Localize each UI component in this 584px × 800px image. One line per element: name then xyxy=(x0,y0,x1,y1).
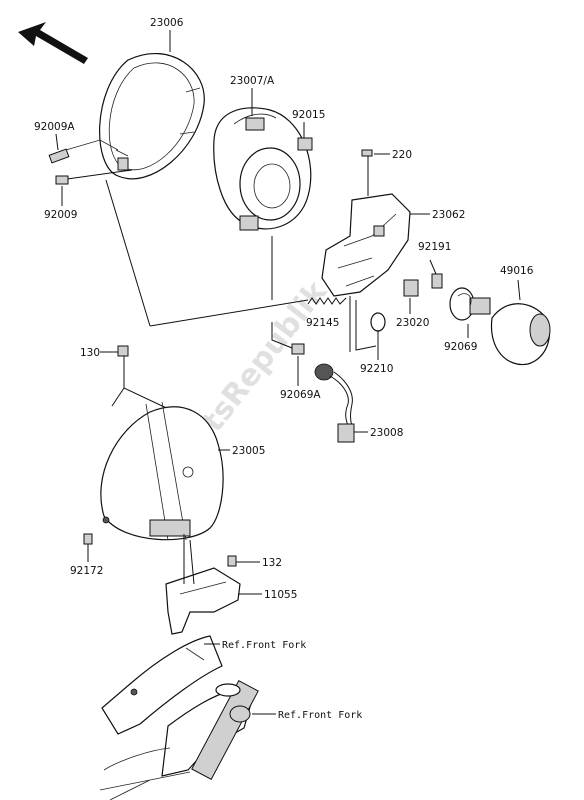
screw-220 xyxy=(361,149,373,196)
ref-front-fork-upper: Ref.Front Fork xyxy=(222,640,306,651)
part-number-23007A: 23007/A xyxy=(230,75,275,87)
part-number-92172: 92172 xyxy=(70,565,103,577)
front-fork-section xyxy=(99,635,259,800)
part-number-92191: 92191 xyxy=(418,241,451,253)
part-number-23020: 23020 xyxy=(396,317,429,329)
screw-92009A xyxy=(48,139,119,164)
clip-23020 xyxy=(403,279,419,297)
headlight-shell-23005 xyxy=(100,401,224,541)
part-number-92069A: 92069A xyxy=(280,389,321,401)
nut-92015 xyxy=(297,137,313,151)
assembly-leader-lines xyxy=(105,179,377,351)
part-number-23006: 23006 xyxy=(150,17,184,29)
part-number-220: 220 xyxy=(392,149,412,161)
part-number-92069: 92069 xyxy=(444,341,477,353)
ref-front-fork-lower: Ref.Front Fork xyxy=(278,710,362,721)
grommet-92210 xyxy=(349,296,386,352)
mounting-bracket-11055 xyxy=(165,534,241,635)
socket-harness-23008 xyxy=(314,363,355,443)
part-number-92210: 92210 xyxy=(360,363,393,375)
bulb-cover-49016 xyxy=(490,279,551,366)
bulb-bracket-23062 xyxy=(321,193,411,297)
headlight-rim xyxy=(98,53,205,180)
part-number-11055: 11055 xyxy=(264,589,297,601)
bulb-92069 xyxy=(449,287,491,338)
part-number-49016: 49016 xyxy=(500,265,534,277)
part-number-23008: 23008 xyxy=(370,427,403,439)
headlight-housing xyxy=(213,107,312,231)
bulb-92069A xyxy=(271,322,305,355)
screw-92009 xyxy=(55,169,133,185)
screw-92172 xyxy=(83,533,93,545)
front-direction-arrow-icon xyxy=(18,22,88,64)
part-number-92009: 92009 xyxy=(44,209,77,221)
part-number-130: 130 xyxy=(80,347,100,359)
part-number-92015: 92015 xyxy=(292,109,325,121)
part-number-23062: 23062 xyxy=(432,209,465,221)
part-number-23005: 23005 xyxy=(232,445,265,457)
part-number-132: 132 xyxy=(262,557,282,569)
pin-92191 xyxy=(429,259,443,289)
part-number-92145: 92145 xyxy=(306,317,339,329)
spring-92145 xyxy=(307,297,347,305)
part-number-92009A: 92009A xyxy=(34,121,75,133)
